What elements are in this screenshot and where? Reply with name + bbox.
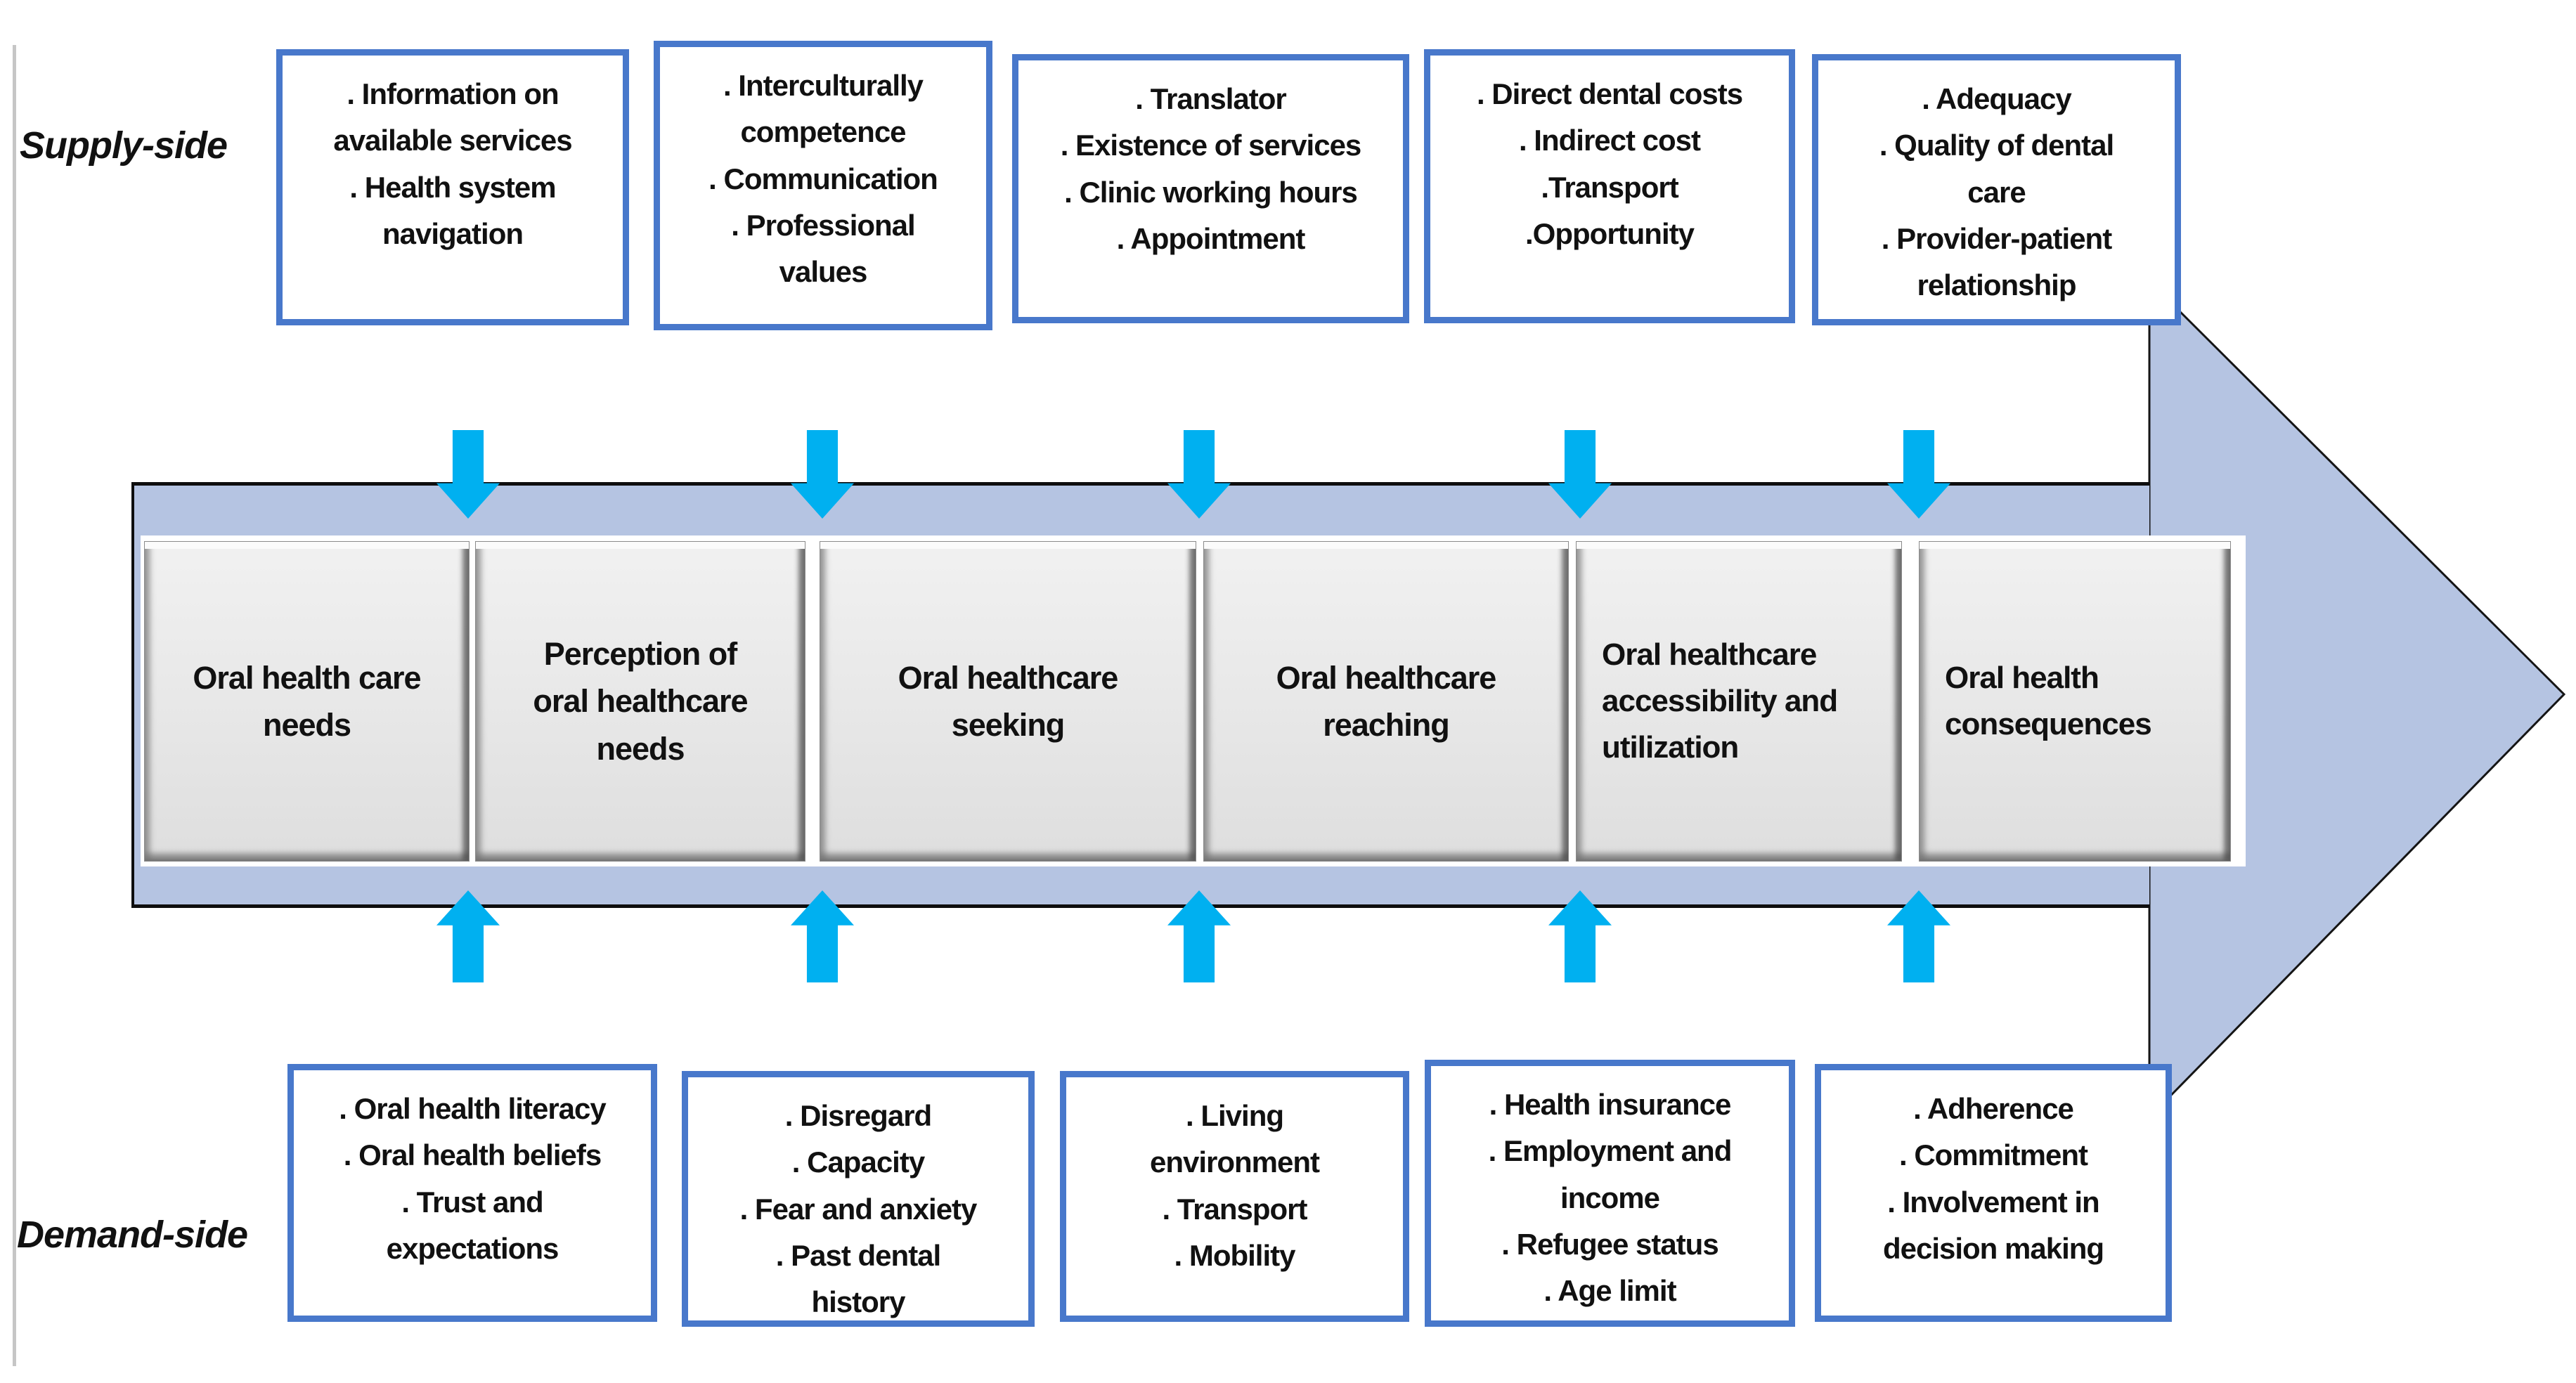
demand-factor-box-insurance: . Health insurance . Employment and inco…	[1425, 1060, 1795, 1327]
supply-side-label: Supply-side	[20, 124, 228, 167]
process-step-box-consequences: Oral health consequences	[1919, 541, 2231, 862]
supply-factor-box-costs: . Direct dental costs . Indirect cost .T…	[1424, 49, 1795, 323]
demand-factor-box-capacity: . Disregard . Capacity . Fear and anxiet…	[682, 1071, 1035, 1327]
supply-factor-box-quality: . Adequacy . Quality of dental care . Pr…	[1812, 54, 2181, 325]
demand-factor-box-adherence: . Adherence . Commitment . Involvement i…	[1815, 1064, 2172, 1322]
process-step-box-reaching: Oral healthcare reaching	[1203, 541, 1569, 862]
demand-factor-box-literacy: . Oral health literacy . Oral health bel…	[287, 1064, 657, 1322]
process-step-box-perception: Perception of oral healthcare needs	[475, 541, 805, 862]
process-step-box-utilization: Oral healthcare accessibility and utiliz…	[1576, 541, 1902, 862]
demand-side-label: Demand-side	[17, 1214, 248, 1256]
process-step-box-seeking: Oral healthcare seeking	[820, 541, 1196, 862]
supply-factor-box-competence: . Interculturally competence . Communica…	[654, 41, 992, 330]
process-step-box-needs: Oral health care needs	[144, 541, 470, 862]
page-edge-line	[13, 45, 16, 1366]
demand-factor-box-environment: . Living environment . Transport . Mobil…	[1060, 1071, 1409, 1322]
supply-factor-box-information: . Information on available services . He…	[276, 49, 629, 325]
supply-factor-box-services: . Translator . Existence of services . C…	[1012, 54, 1409, 323]
